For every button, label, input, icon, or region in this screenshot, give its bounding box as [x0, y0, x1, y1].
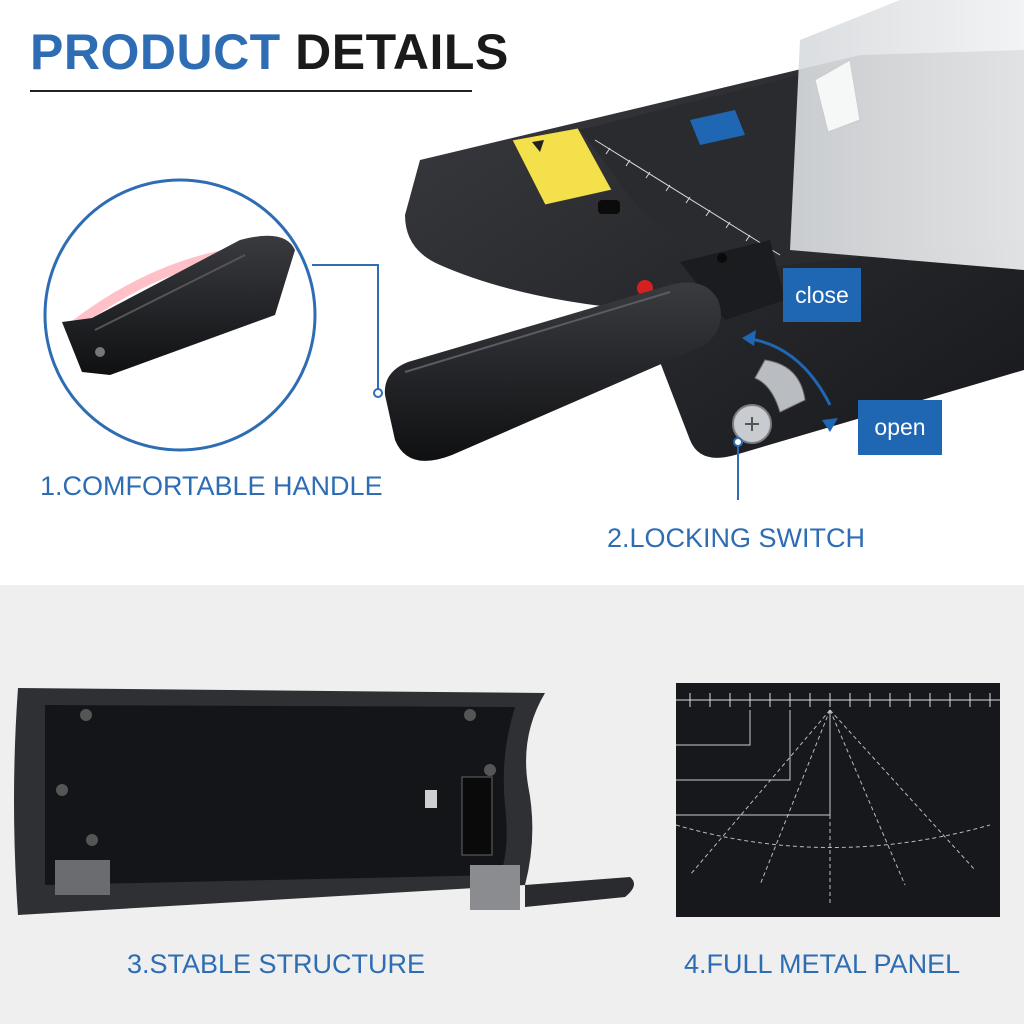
page-title: PRODUCT DETAILS [30, 22, 509, 82]
cutter-base-image [14, 688, 634, 915]
metal-panel-image [675, 683, 1000, 917]
feature-caption-handle: 1.COMFORTABLE HANDLE [40, 471, 383, 501]
title-word-details: DETAILS [295, 24, 509, 80]
deck-ruler [594, 139, 781, 256]
feature-caption-locking-switch: 2.LOCKING SWITCH [607, 523, 866, 553]
title-underline [30, 90, 472, 92]
handle-leader [312, 264, 379, 393]
cutter-handle [384, 282, 722, 461]
locking-switch-image [43, 0, 1024, 500]
feature-caption-metal-panel: 4.FULL METAL PANEL [684, 949, 961, 979]
close-tag: close [783, 268, 861, 322]
bottom-section: 3.STABLE STRUCTURE 4.FULL METAL PANEL [0, 585, 1024, 1024]
open-tag: open [858, 400, 942, 455]
base-handle [525, 877, 634, 907]
base-slot [598, 200, 620, 214]
title-word-product: PRODUCT [30, 24, 281, 80]
top-section: PRODUCT DETAILS [30, 0, 1024, 553]
rotation-arrow-icon [744, 336, 832, 406]
pivot-collar [680, 240, 785, 320]
bottom-images [14, 683, 1000, 917]
locking-lever [754, 359, 806, 413]
safety-guard [790, 0, 1024, 270]
feature-caption-stable-structure: 3.STABLE STRUCTURE [127, 949, 426, 979]
guard-clip [814, 59, 861, 133]
brand-label [690, 110, 745, 145]
handle-image [62, 235, 295, 375]
